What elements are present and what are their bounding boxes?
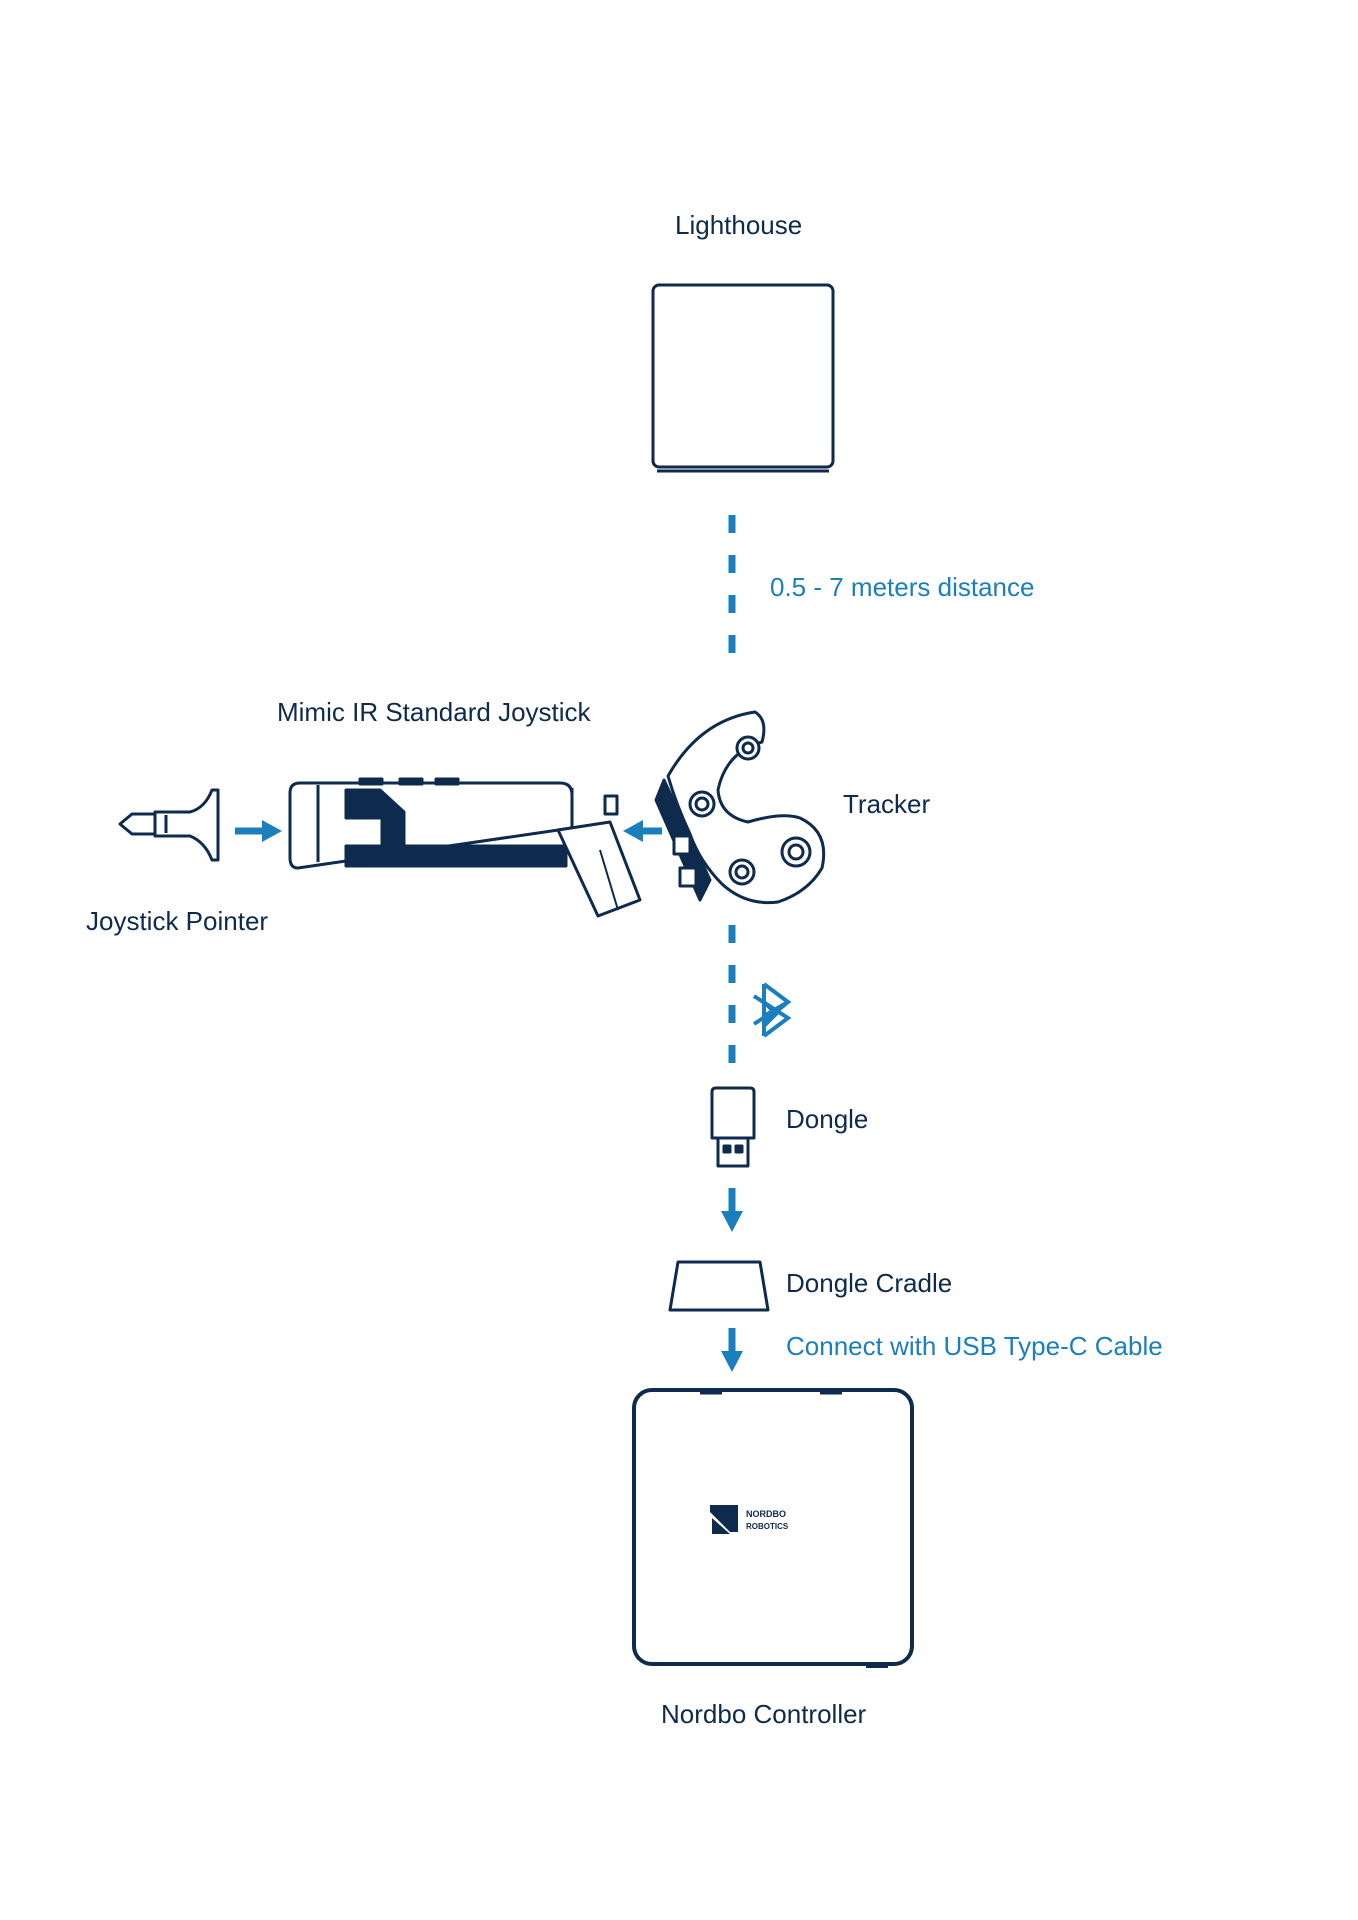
- arrow-left-icon: [623, 820, 662, 842]
- dongle-device: [710, 1086, 756, 1168]
- dongle-cradle-device: [668, 1260, 770, 1312]
- joystick-device: [288, 777, 642, 918]
- bluetooth-icon: [752, 982, 792, 1038]
- controller-device: [632, 1388, 914, 1668]
- lighthouse-label: Lighthouse: [675, 210, 803, 240]
- nordbo-logo: NORDBO ROBOTICS: [710, 1505, 789, 1534]
- joystick-label: Mimic IR Standard Joystick: [277, 697, 591, 727]
- arrow-down-icon: [721, 1188, 743, 1232]
- logo-line1: NORDBO: [746, 1509, 786, 1519]
- usb-cable-label: Connect with USB Type-C Cable: [786, 1331, 1163, 1361]
- dongle-cradle-label: Dongle Cradle: [786, 1268, 953, 1298]
- joystick-pointer-label: Joystick Pointer: [86, 906, 269, 936]
- controller-label: Nordbo Controller: [661, 1699, 867, 1729]
- tracker-device: [654, 710, 826, 905]
- distance-label: 0.5 - 7 meters distance: [770, 572, 1035, 602]
- dongle-label: Dongle: [786, 1104, 869, 1134]
- arrow-down-icon: [721, 1328, 743, 1372]
- arrow-right-icon: [235, 820, 282, 842]
- tracker-label: Tracker: [843, 789, 931, 819]
- lighthouse-device: [651, 283, 835, 473]
- logo-line2: ROBOTICS: [746, 1522, 789, 1531]
- joystick-pointer-device: [118, 788, 220, 862]
